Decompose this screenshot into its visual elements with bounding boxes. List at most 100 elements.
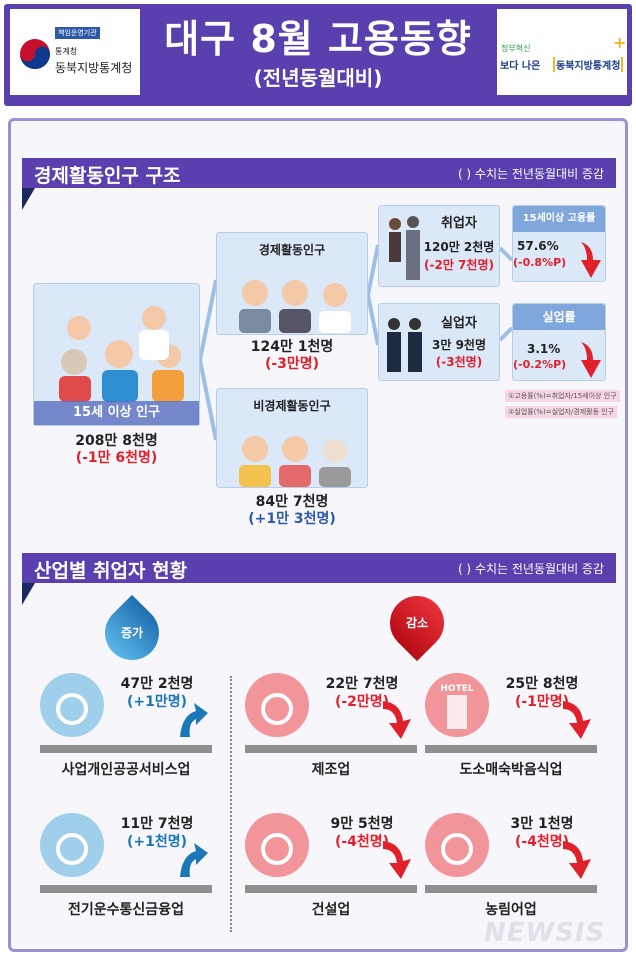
formula-note: ①고용률(%)=취업자/15세이상 인구 <box>505 390 620 402</box>
decrease-pin-icon: 감소 <box>378 584 456 662</box>
down-arrow-icon <box>581 342 601 378</box>
employment-rate-label: 15세이상 고용률 <box>513 206 605 232</box>
page-subtitle: (전년동월대비) <box>253 66 383 90</box>
right-logo: 정부혁신 보다 나은 동북지방통계청 + <box>497 9 627 95</box>
employed-label: 취업자 <box>441 216 477 231</box>
decrease-label: 감소 <box>405 616 429 630</box>
org-name: 동북지방통계청 <box>55 61 133 75</box>
down-arrow-icon <box>581 242 601 278</box>
office-workers-icon <box>389 216 420 280</box>
industry-value: 11만 7천명 <box>120 816 194 832</box>
inactive-label: 비경제활동인구 <box>253 399 331 413</box>
employment-rate-change: (-0.8%P) <box>513 256 567 269</box>
fish-carrot-icon <box>425 813 489 877</box>
employment-rate-box: 15세이상 고용률 57.6% (-0.8%P) <box>512 205 606 282</box>
ribbon-fold <box>22 188 35 210</box>
industry-change: (-1만명) <box>514 694 570 710</box>
unemployment-rate-label: 실업률 <box>513 304 605 330</box>
unemployment-rate-change: (-0.2%P) <box>513 358 567 371</box>
industry-item: 9만 5천명 (-4천명) 건설업 <box>245 805 417 918</box>
industry-change: (-4천명) <box>334 834 390 850</box>
industry-item: HOTEL 25만 8천명 (-1만명) 도소매숙박음식업 <box>425 665 597 778</box>
family-illustration-icon <box>239 436 351 487</box>
unemployed-change: (-3천명) <box>435 355 483 369</box>
industry-item: 3만 1천명 (-4천명) 농림어업 <box>425 805 597 918</box>
employment-rate-value: 57.6% <box>517 239 559 253</box>
active-box: 경제활동인구 <box>216 232 368 335</box>
unemployed-value: 3만 9천명 <box>432 338 486 352</box>
org-small: 통계청 <box>55 47 78 56</box>
inactive-change: (+1만 3천명) <box>248 511 336 527</box>
industry-name: 도소매숙박음식업 <box>459 762 563 778</box>
down-trend-arrow-icon <box>563 701 591 739</box>
excavator-icon <box>245 813 309 877</box>
formula-note: ②실업률(%)=실업자/경제활동 인구 <box>505 406 618 418</box>
inactive-box: 비경제활동인구 <box>216 388 368 488</box>
increase-drop-icon: 증가 <box>93 594 171 672</box>
unemployment-rate-box: 실업률 3.1% (-0.2%P) <box>512 303 606 381</box>
baseline-bar <box>245 885 417 893</box>
down-trend-arrow-icon <box>563 841 591 879</box>
up-trend-arrow-icon <box>180 703 208 737</box>
connector-lines <box>366 244 380 346</box>
down-trend-arrow-icon <box>383 701 411 739</box>
baseline-bar <box>40 745 212 753</box>
slogan2: 보다 나은 <box>500 61 541 72</box>
taegeuk-icon <box>20 39 50 69</box>
active-change: (-3만명) <box>264 356 320 372</box>
industry-name: 농림어업 <box>485 902 537 918</box>
employed-value: 120만 2천명 <box>423 240 495 254</box>
employed-box: 취업자 120만 2천명 (-2만 7천명) <box>378 205 500 287</box>
baseline-bar <box>245 745 417 753</box>
industry-change: (-4천명) <box>514 834 570 850</box>
slogan1: 정부혁신 <box>501 44 531 53</box>
section-title: 경제활동인구 구조 <box>34 165 181 187</box>
people-illustration-icon <box>59 306 184 402</box>
industry-value: 9만 5천명 <box>330 816 394 832</box>
industry-item: 47만 2천명 (+1만명) 사업개인공공서비스업 <box>40 665 212 778</box>
gear-icon <box>245 673 309 737</box>
industry-change: (+1만명) <box>126 694 188 710</box>
job-seekers-icon <box>387 318 422 372</box>
page-title: 대구 8월 고용동향 <box>164 17 472 61</box>
section-header-population: 경제활동인구 구조 ( ) 수치는 전년동월대비 증감 <box>22 158 616 188</box>
hotel-icon: HOTEL <box>425 673 489 737</box>
left-logo: 책임운영기관 통계청 동북지방통계청 <box>10 9 140 95</box>
unemployed-box: 실업자 3만 9천명 (-3천명) <box>378 303 500 381</box>
connector-lines <box>198 279 218 441</box>
down-trend-arrow-icon <box>383 841 411 879</box>
industry-name: 건설업 <box>311 902 351 918</box>
industry-name: 전기운수통신금융업 <box>68 902 184 918</box>
industry-item: 11만 7천명 (+1천명) 전기운수통신금융업 <box>40 805 212 918</box>
baseline-bar <box>40 885 212 893</box>
watermark: NEWSIS <box>484 918 606 948</box>
badge: 책임운영기관 <box>55 27 100 39</box>
hotel-sign: HOTEL <box>440 684 473 694</box>
active-label: 경제활동인구 <box>258 243 326 257</box>
industry-name: 사업개인공공서비스업 <box>61 762 191 778</box>
plus-icon: + <box>613 33 627 52</box>
up-trend-arrow-icon <box>180 843 208 877</box>
industry-value: 22만 7천명 <box>325 676 399 692</box>
industry-value: 3만 1천명 <box>510 816 574 832</box>
active-value: 124만 1천명 <box>250 339 334 355</box>
unemployment-rate-value: 3.1% <box>527 342 561 356</box>
industry-change: (+1천명) <box>126 834 188 850</box>
increase-label: 증가 <box>120 626 144 640</box>
divider <box>230 676 232 932</box>
baseline-bar <box>425 745 597 753</box>
industry-value: 47만 2천명 <box>120 676 194 692</box>
section-header-industry: 산업별 취업자 현황 ( ) 수치는 전년동월대비 증감 <box>22 553 616 583</box>
phone-icon <box>40 813 104 877</box>
chart-people-icon <box>40 673 104 737</box>
industry-name: 제조업 <box>311 762 351 778</box>
pop15-label: 15세 이상 인구 <box>34 401 199 425</box>
industry-value: 25만 8천명 <box>505 676 579 692</box>
section-title: 산업별 취업자 현황 <box>34 560 188 582</box>
org-name: 동북지방통계청 <box>553 57 624 72</box>
section-note: ( ) 수치는 전년동월대비 증감 <box>457 562 604 576</box>
industry-item: 22만 7천명 (-2만명) 제조업 <box>245 665 417 778</box>
industry-change: (-2만명) <box>334 694 390 710</box>
baseline-bar <box>425 885 597 893</box>
pop15-change: (-1만 6천명) <box>75 450 158 466</box>
